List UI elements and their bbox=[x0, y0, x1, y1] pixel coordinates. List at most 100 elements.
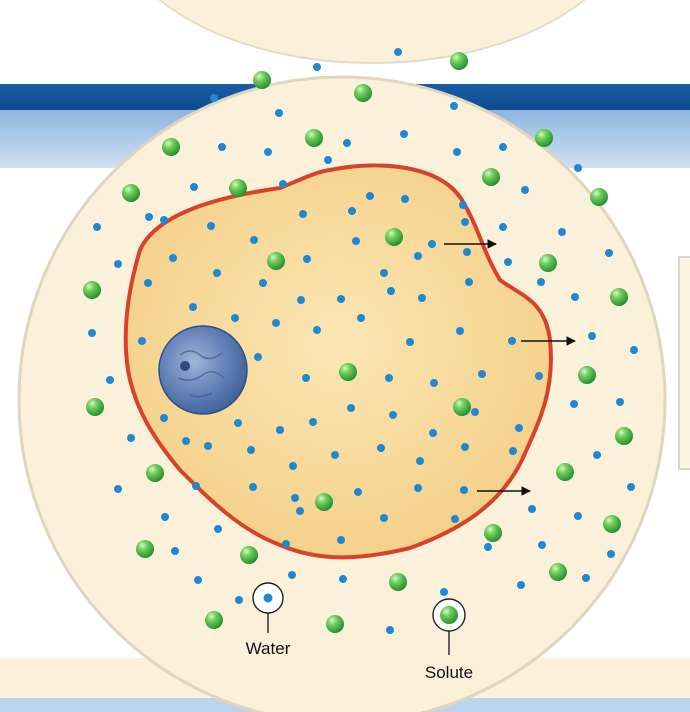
water-molecule bbox=[616, 398, 624, 406]
solute-molecule bbox=[267, 252, 285, 270]
water-molecule bbox=[508, 337, 516, 345]
water-molecule bbox=[127, 434, 135, 442]
water-molecule bbox=[605, 249, 613, 257]
water-molecule bbox=[88, 329, 96, 337]
water-molecule bbox=[428, 240, 436, 248]
water-molecule bbox=[114, 260, 122, 268]
water-molecule bbox=[313, 63, 321, 71]
water-molecule bbox=[630, 346, 638, 354]
water-molecule bbox=[171, 547, 179, 555]
water-molecule bbox=[249, 483, 257, 491]
water-molecule bbox=[414, 252, 422, 260]
water-molecule bbox=[114, 485, 122, 493]
legend-water-dot bbox=[263, 593, 273, 603]
water-molecule bbox=[515, 424, 523, 432]
water-molecule bbox=[288, 571, 296, 579]
solute-molecule bbox=[578, 366, 596, 384]
solute-molecule bbox=[603, 515, 621, 533]
cell-membrane bbox=[123, 163, 553, 560]
water-molecule bbox=[484, 543, 492, 551]
water-molecule bbox=[414, 484, 422, 492]
solute-molecule bbox=[354, 84, 372, 102]
water-molecule bbox=[347, 404, 355, 412]
water-molecule bbox=[247, 446, 255, 454]
solute-molecule bbox=[83, 281, 101, 299]
water-molecule bbox=[401, 195, 409, 203]
water-molecule bbox=[380, 269, 388, 277]
solute-molecule bbox=[549, 563, 567, 581]
water-molecule bbox=[385, 374, 393, 382]
water-molecule bbox=[296, 507, 304, 515]
water-molecule bbox=[348, 207, 356, 215]
water-molecule bbox=[528, 505, 536, 513]
water-molecule bbox=[189, 303, 197, 311]
water-molecule bbox=[331, 451, 339, 459]
water-molecule bbox=[570, 400, 578, 408]
solute-molecule bbox=[326, 615, 344, 633]
water-molecule bbox=[182, 437, 190, 445]
water-molecule bbox=[471, 408, 479, 416]
water-molecule bbox=[416, 457, 424, 465]
water-molecule bbox=[106, 376, 114, 384]
water-molecule bbox=[352, 237, 360, 245]
water-molecule bbox=[93, 223, 101, 231]
water-molecule bbox=[517, 581, 525, 589]
solute-molecule bbox=[86, 398, 104, 416]
water-molecule bbox=[558, 228, 566, 236]
solute-molecule bbox=[122, 184, 140, 202]
water-molecule bbox=[538, 541, 546, 549]
water-molecule bbox=[459, 201, 467, 209]
water-molecule bbox=[574, 164, 582, 172]
water-molecule bbox=[463, 248, 471, 256]
water-molecule bbox=[499, 223, 507, 231]
water-molecule bbox=[574, 512, 582, 520]
water-molecule bbox=[509, 447, 517, 455]
solute-molecule bbox=[590, 188, 608, 206]
nucleus-texture bbox=[177, 350, 225, 398]
water-molecule bbox=[272, 319, 280, 327]
water-molecule bbox=[337, 295, 345, 303]
water-molecule bbox=[465, 278, 473, 286]
water-molecules bbox=[88, 48, 638, 634]
water-molecule bbox=[451, 515, 459, 523]
water-molecule bbox=[380, 514, 388, 522]
water-molecule bbox=[282, 540, 290, 548]
solute-molecule bbox=[136, 540, 154, 558]
water-molecule bbox=[460, 486, 468, 494]
water-molecule bbox=[456, 327, 464, 335]
water-molecule bbox=[194, 576, 202, 584]
water-molecule bbox=[231, 314, 239, 322]
water-molecule bbox=[418, 294, 426, 302]
solute-molecule bbox=[305, 129, 323, 147]
water-molecule bbox=[461, 218, 469, 226]
water-molecule bbox=[627, 483, 635, 491]
water-molecule bbox=[588, 332, 596, 340]
nucleus bbox=[158, 325, 248, 415]
water-molecule bbox=[366, 192, 374, 200]
solute-molecule bbox=[253, 71, 271, 89]
water-molecule bbox=[582, 574, 590, 582]
water-molecule bbox=[204, 442, 212, 450]
solute-molecule bbox=[205, 611, 223, 629]
water-molecule bbox=[289, 462, 297, 470]
water-molecule bbox=[275, 109, 283, 117]
water-molecule bbox=[593, 451, 601, 459]
water-molecule bbox=[299, 210, 307, 218]
solute-molecule bbox=[450, 52, 468, 70]
solute-molecule bbox=[240, 546, 258, 564]
water-molecule bbox=[537, 278, 545, 286]
water-molecule bbox=[354, 488, 362, 496]
legend-water: Water bbox=[246, 582, 291, 658]
water-molecule bbox=[521, 186, 529, 194]
water-molecule bbox=[377, 444, 385, 452]
solute-molecule bbox=[339, 363, 357, 381]
water-molecule bbox=[235, 596, 243, 604]
solute-molecule bbox=[315, 493, 333, 511]
water-molecule bbox=[430, 379, 438, 387]
water-molecule bbox=[218, 143, 226, 151]
water-molecule bbox=[440, 588, 448, 596]
water-molecule bbox=[207, 222, 215, 230]
water-molecule bbox=[291, 494, 299, 502]
water-molecule bbox=[357, 314, 365, 322]
water-molecule bbox=[144, 279, 152, 287]
